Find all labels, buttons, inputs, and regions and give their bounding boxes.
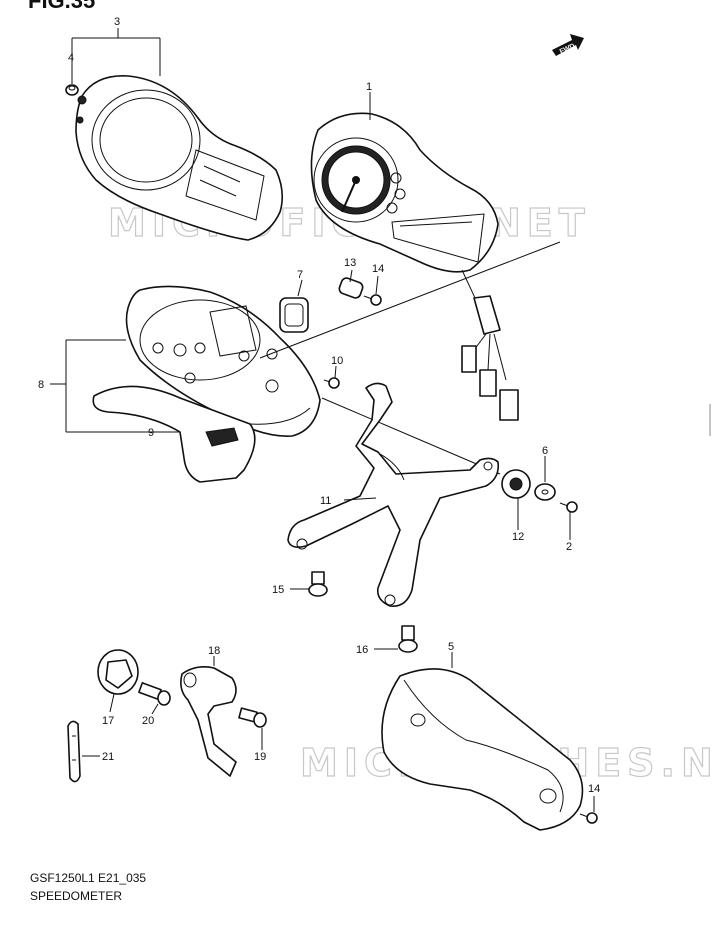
sensor-part	[180, 666, 237, 777]
callout-17: 17	[102, 715, 114, 727]
washer-part	[534, 483, 556, 501]
callout-20: 20	[142, 715, 154, 727]
callout-15: 15	[272, 584, 284, 596]
callout-13: 13	[344, 257, 356, 269]
meter-bracket	[287, 382, 500, 607]
screw-part	[323, 377, 340, 389]
gasket-part	[279, 297, 309, 333]
figure-title: FIG.35	[28, 0, 95, 13]
meter-lower-cover	[92, 385, 256, 483]
callout-14: 14	[372, 263, 384, 275]
diagram-name: SPEEDOMETER	[30, 889, 122, 903]
grommet-part	[97, 649, 139, 695]
callout-8: 8	[38, 379, 44, 391]
callout-3: 3	[114, 16, 120, 28]
meter-case	[125, 285, 321, 437]
callout-1: 1	[366, 81, 372, 93]
callout-5: 5	[448, 641, 454, 653]
speedometer-assembly	[310, 112, 519, 421]
bolt-part	[308, 571, 328, 597]
rubber-mount	[501, 469, 531, 499]
bolt-part	[138, 682, 171, 706]
lower-cover	[381, 668, 584, 831]
callout-14-lower: 14	[588, 783, 600, 795]
reference-line	[321, 397, 501, 475]
screw-part	[559, 501, 578, 513]
callout-10: 10	[331, 355, 343, 367]
callout-7: 7	[297, 269, 303, 281]
callout-9: 9	[148, 427, 154, 439]
callout-21: 21	[102, 751, 114, 763]
callout-4: 4	[68, 52, 74, 64]
diagram-code: GSF1250L1 E21_035	[30, 871, 146, 885]
callout-6: 6	[542, 445, 548, 457]
screw-part	[363, 294, 382, 306]
fwd-arrow-icon: FWD	[552, 34, 584, 56]
bolt-part	[398, 625, 418, 653]
meter-cover	[75, 75, 284, 241]
leader-lines	[50, 28, 595, 812]
clamp-part	[67, 720, 81, 783]
callout-16: 16	[356, 644, 368, 656]
screw-part	[579, 812, 598, 824]
fwd-label: FWD	[559, 43, 576, 56]
bolt-part	[238, 707, 267, 728]
callout-11: 11	[320, 495, 331, 507]
callout-2: 2	[566, 541, 572, 553]
callout-12: 12	[512, 531, 524, 543]
reference-line	[259, 241, 561, 359]
callout-18: 18	[208, 645, 220, 657]
grommet-part	[65, 84, 79, 96]
callout-19: 19	[254, 751, 266, 763]
cushion-part	[338, 277, 364, 299]
